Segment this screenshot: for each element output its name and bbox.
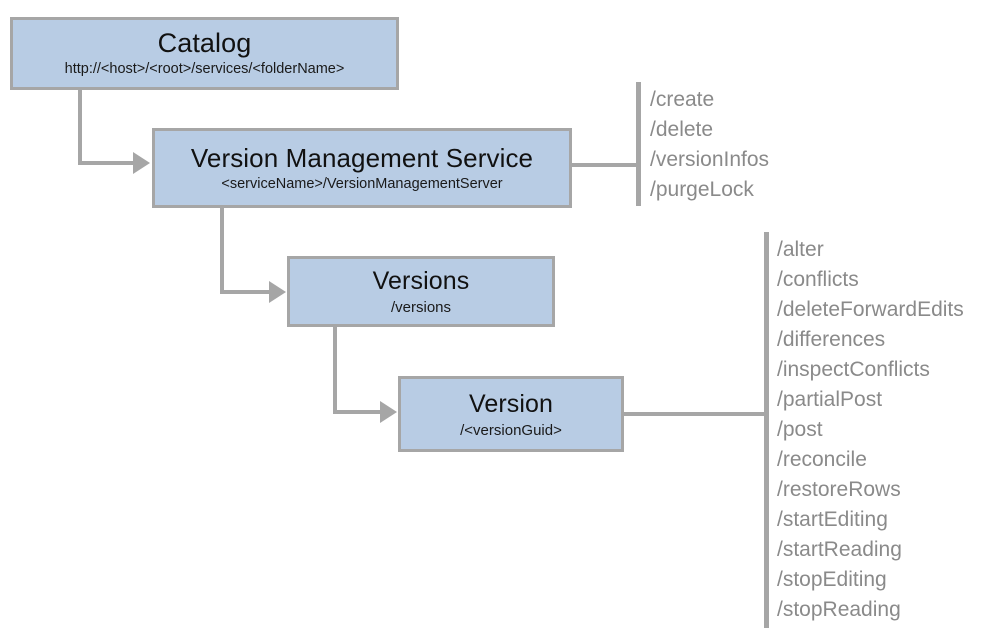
connector-version-to-endpoints: [623, 412, 769, 416]
endpoint-list-version: /alter /conflicts /deleteForwardEdits /d…: [777, 235, 964, 625]
connector-catalog-to-vms-vertical: [78, 90, 82, 165]
arrow-head-versions-to-version: [380, 401, 397, 423]
node-versions[interactable]: Versions /versions: [287, 256, 555, 327]
endpoint-item[interactable]: /partialPost: [777, 388, 883, 411]
endpoint-item[interactable]: /delete: [650, 118, 714, 141]
endpoint-item[interactable]: /conflicts: [777, 268, 859, 291]
endpoint-item[interactable]: /reconcile: [777, 448, 867, 471]
node-versions-title: Versions: [372, 267, 470, 295]
endpoint-item[interactable]: /versionInfos: [650, 148, 770, 171]
endpoint-item[interactable]: /stopReading: [777, 598, 901, 621]
connector-vms-to-endpoints: [571, 163, 641, 167]
endpoint-item[interactable]: /stopEditing: [777, 568, 887, 591]
node-version[interactable]: Version /<versionGuid>: [398, 376, 624, 452]
arrow-head-vms-to-versions: [269, 281, 286, 303]
node-version-subtitle: /<versionGuid>: [460, 421, 562, 439]
connector-versions-to-version-horizontal: [333, 410, 383, 414]
arrow-head-catalog-to-vms: [133, 152, 150, 174]
node-version-title: Version: [468, 389, 554, 418]
endpoint-list-version-management-service: /create /delete /versionInfos /purgeLock: [650, 85, 769, 205]
endpoint-item[interactable]: /startEditing: [777, 508, 888, 531]
node-version-management-service-title: Version Management Service: [190, 142, 534, 173]
node-version-management-service-subtitle: <serviceName>/VersionManagementServer: [221, 175, 503, 192]
node-versions-subtitle: /versions: [390, 299, 452, 316]
connector-vms-to-versions-vertical: [220, 208, 224, 294]
connector-catalog-to-vms-horizontal: [78, 161, 135, 165]
endpoint-trunk-bar-vms: [636, 82, 641, 206]
endpoint-item[interactable]: /purgeLock: [650, 178, 754, 201]
endpoint-item[interactable]: /post: [777, 418, 823, 441]
node-catalog-subtitle: http://<host>/<root>/services/<folderNam…: [64, 61, 345, 77]
node-catalog-title: Catalog: [157, 28, 252, 58]
endpoint-item[interactable]: /startReading: [777, 538, 902, 561]
endpoint-item[interactable]: /create: [650, 88, 715, 111]
endpoint-item[interactable]: /inspectConflicts: [777, 358, 930, 381]
connector-vms-to-versions-horizontal: [220, 290, 272, 294]
endpoint-item[interactable]: /alter: [777, 238, 824, 261]
node-catalog[interactable]: Catalog http://<host>/<root>/services/<f…: [10, 17, 399, 90]
connector-versions-to-version-vertical: [333, 327, 337, 414]
endpoint-item[interactable]: /differences: [777, 328, 886, 351]
node-version-management-service[interactable]: Version Management Service <serviceName>…: [152, 128, 572, 208]
endpoint-item[interactable]: /deleteForwardEdits: [777, 298, 964, 321]
endpoint-item[interactable]: /restoreRows: [777, 478, 901, 501]
endpoint-trunk-bar-version: [764, 232, 769, 628]
